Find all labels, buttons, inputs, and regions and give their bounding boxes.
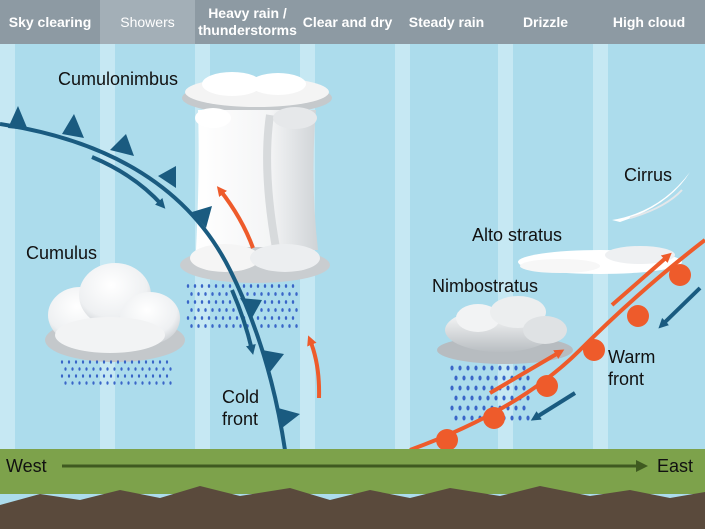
label-altostratus: Alto stratus	[472, 225, 563, 245]
header-showers: Showers	[100, 0, 195, 44]
label-cumulus: Cumulus	[26, 243, 98, 263]
cirrus-cloud	[612, 172, 690, 222]
altostratus-cloud	[518, 246, 682, 274]
weather-conditions-header: Sky clearing Showers Heavy rain / thunde…	[0, 0, 705, 44]
header-drizzle: Drizzle	[498, 0, 593, 44]
cold-front-line	[0, 106, 300, 451]
header-clear-and-dry: Clear and dry	[300, 0, 395, 44]
cumulus-cloud	[45, 263, 185, 362]
label-east: East	[657, 456, 694, 476]
updraft-arrows	[216, 186, 672, 399]
cold-air-arrows	[91, 155, 702, 421]
label-cold-front: Cold front	[222, 387, 260, 429]
label-west: West	[6, 456, 47, 476]
label-cirrus: Cirrus	[624, 165, 672, 185]
header-high-cloud: High cloud	[593, 0, 705, 44]
header-steady-rain: Steady rain	[395, 0, 498, 44]
header-sky-clearing: Sky clearing	[0, 0, 100, 44]
header-heavy-rain: Heavy rain / thunderstorms	[195, 0, 300, 44]
label-nimbostratus: Nimbostratus	[432, 276, 539, 296]
ground	[0, 449, 705, 529]
cumulonimbus-cloud	[180, 72, 332, 283]
label-warm-front: Warm front	[608, 347, 656, 389]
label-cumulonimbus: Cumulonimbus	[58, 69, 179, 89]
warm-front-line	[409, 238, 705, 452]
nimbostratus-cloud	[437, 296, 573, 364]
